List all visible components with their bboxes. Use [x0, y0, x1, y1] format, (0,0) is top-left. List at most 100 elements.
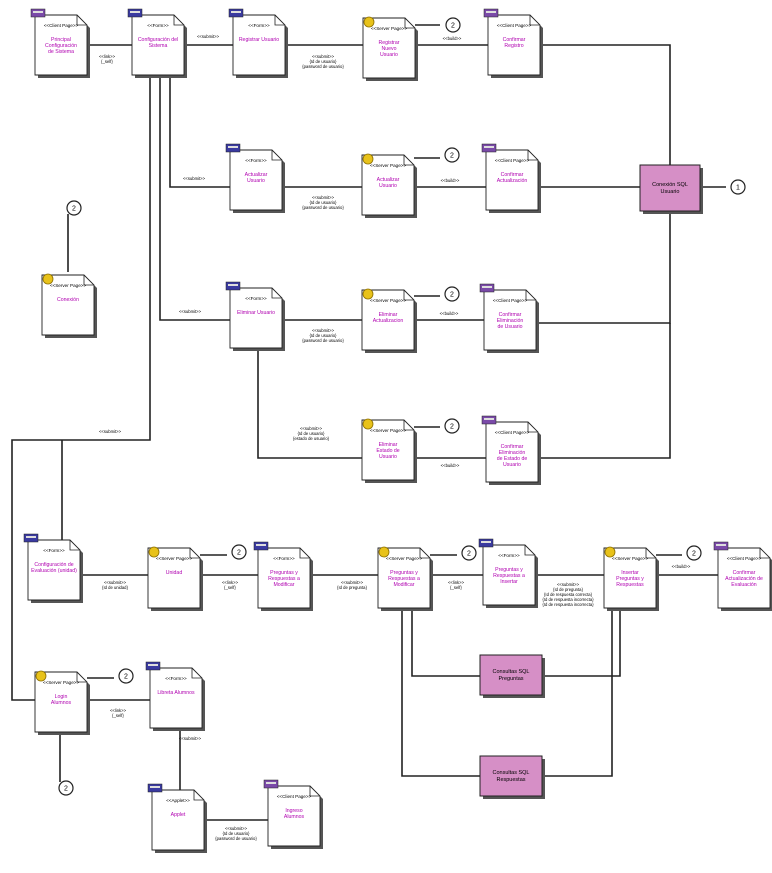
edge-label: <<link>>{_self}: [110, 708, 127, 718]
edge-label: <<build>>: [441, 463, 460, 468]
connector-circle: [444, 286, 460, 302]
edge-label: <<link>>{_self}: [448, 580, 465, 590]
connector-c4: 2: [444, 286, 460, 302]
connector-label: 2: [124, 674, 128, 681]
server-page-icon: [604, 546, 616, 558]
diagram-node-n09[interactable]: <<Server Page>>Conexión: [41, 273, 97, 338]
page-fold: [271, 150, 282, 161]
node-stereotype: <<Client Page>>: [497, 23, 532, 28]
connector-c2: 2: [445, 17, 461, 33]
connector-label: 2: [692, 551, 696, 558]
connector-circle: [444, 147, 460, 163]
node-stereotype: <<Client Page>>: [44, 23, 79, 28]
node-stereotype: <<Server Page>>: [386, 556, 423, 561]
node-page: [267, 785, 321, 847]
sql-box-body: [479, 654, 543, 696]
node-page: [483, 289, 537, 351]
node-page: [485, 421, 539, 483]
page-fold: [645, 548, 656, 559]
client-page-icon: [481, 415, 497, 425]
edge-label: <<link>>{_self}: [222, 580, 239, 590]
connector-label: 2: [72, 206, 76, 213]
node-stereotype: <<Server Page>>: [612, 556, 649, 561]
connector-c5: 2: [444, 418, 460, 434]
node-stereotype: <<Form>>: [273, 556, 295, 561]
client-page-icon: [481, 143, 497, 153]
page-fold: [83, 275, 94, 286]
edge-labels: <<link>>{_self} <<submit>> <<submit>>{Id d…: [99, 34, 691, 841]
form-icon: [253, 541, 269, 551]
form-icon: [225, 143, 241, 153]
server-page-icon: [378, 546, 390, 558]
connection-line: [257, 350, 362, 459]
edge-label: <<submit>>{Id de usuario}{password de us…: [302, 54, 344, 69]
diagram-node-n16[interactable]: <<Server Page>>Unidad: [147, 546, 203, 611]
connector-circle: [444, 418, 460, 434]
connector-c3: 2: [444, 147, 460, 163]
diagram-node-n23[interactable]: <<Form>>Libreta Alumnos: [145, 661, 205, 731]
diagram-node-n03[interactable]: <<Form>>Registrar Usuario: [228, 8, 288, 78]
node-page: [229, 287, 283, 349]
node-name: Applet: [171, 812, 186, 818]
page-fold: [527, 422, 538, 433]
node-stereotype: <<Client Page>>: [277, 794, 312, 799]
page-fold: [309, 786, 320, 797]
client-page-icon: [479, 283, 495, 293]
node-stereotype: <<Server Page>>: [370, 298, 407, 303]
node-stereotype: <<Server Page>>: [156, 556, 193, 561]
connector-c1: 1: [730, 179, 746, 195]
node-page: [34, 671, 88, 733]
form-icon: [478, 538, 494, 548]
node-stereotype: <<Server Page>>: [50, 283, 87, 288]
node-stereotype: <<Client Page>>: [727, 556, 762, 561]
node-stereotype: <<Form>>: [248, 23, 270, 28]
form-icon: [127, 8, 143, 18]
diagram-node-n10[interactable]: <<Form>>Eliminar Usuario: [225, 281, 285, 351]
server-page-icon: [362, 288, 374, 300]
server-page-icon: [363, 16, 375, 28]
connection-line: [542, 608, 621, 677]
node-page: [717, 547, 771, 609]
node-page: [361, 419, 415, 481]
server-page-icon: [362, 153, 374, 165]
node-page: [41, 274, 95, 336]
diagram-node-n24[interactable]: <<Applet>>Applet: [147, 783, 207, 853]
connection-line: [169, 75, 230, 188]
connector-label: 1: [736, 185, 740, 192]
node-stereotype: <<Form>>: [43, 548, 65, 553]
edge-label: <<submit>>: [183, 176, 206, 181]
connector-circle: [231, 544, 247, 560]
connection-lines: [11, 24, 726, 821]
node-page: [232, 14, 286, 76]
sql-box-body: [479, 755, 543, 797]
edge-label: <<submit>>: [179, 736, 202, 741]
